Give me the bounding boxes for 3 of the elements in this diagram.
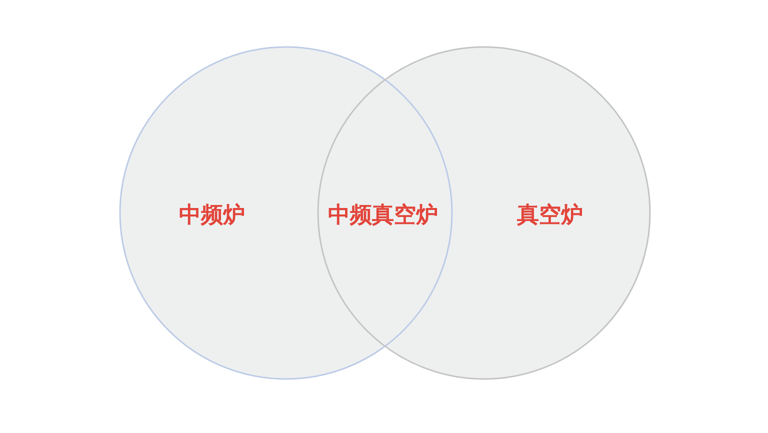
overlap-label: 中频真空炉 <box>328 202 438 230</box>
circle-label: 真空炉 <box>517 202 583 230</box>
circle-label: 中频炉 <box>179 202 245 230</box>
